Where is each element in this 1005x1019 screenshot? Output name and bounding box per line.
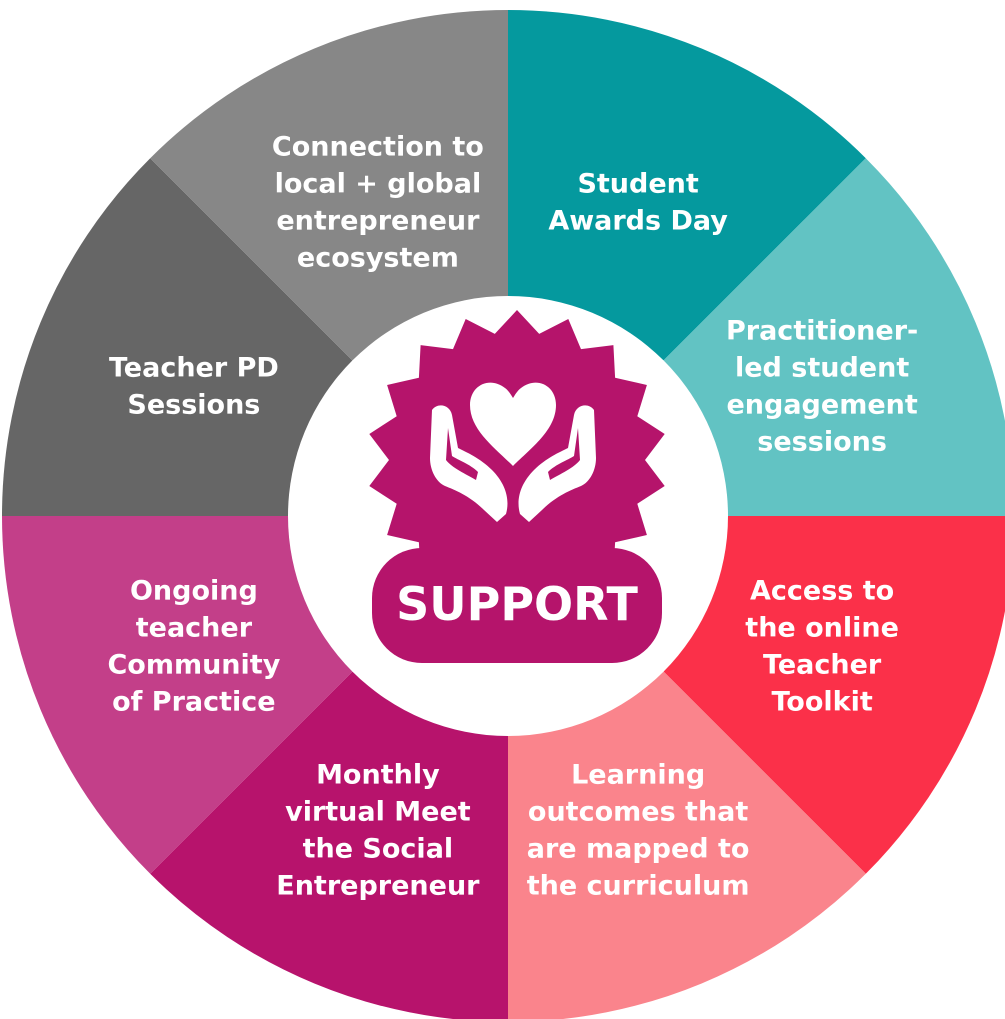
label-line: of Practice [112,687,276,718]
label-line: Learning [571,760,705,791]
label-line: Community [107,650,280,681]
label-line: Student [577,168,698,199]
label-line: the online [745,613,899,644]
label-line: entrepreneur [276,205,480,236]
support-badge: SUPPORT [369,310,665,663]
label-line: Teacher [763,650,882,681]
hands-heart-icon [430,382,596,522]
label-line: Access to [750,576,894,607]
label-line: Connection to [272,131,484,162]
label-line: are mapped to [527,834,750,865]
label-line: Monthly [316,760,440,791]
label-practitioner-led-sessions: Practitioner-led student engagement sessio… [726,315,918,457]
label-line: the Social [303,834,454,865]
label-line: Entrepreneur [276,871,480,902]
label-teacher-pd-sessions: Teacher PD Sessions [109,352,279,420]
label-line: Ongoing [130,576,258,607]
label-line: local + global [275,168,482,199]
label-learning-outcomes: Learning outcomes that are mapped to the cu… [527,760,750,902]
support-label: SUPPORT [396,577,638,631]
label-line: sessions [757,426,887,457]
label-line: engagement [726,389,917,420]
label-line: Sessions [127,389,260,420]
label-line: led student [735,352,909,383]
label-line: Teacher PD [109,352,279,383]
badge-banner [372,548,662,663]
label-line: Awards Day [548,205,728,236]
label-line: teacher [136,613,253,644]
label-line: virtual Meet [285,797,471,828]
label-line: the curriculum [527,871,750,902]
label-entrepreneur-ecosystem: Connection to local + global entrepreneur e… [272,131,484,273]
label-line: ecosystem [297,242,459,273]
label-line: Toolkit [771,687,872,718]
label-line: outcomes that [528,797,748,828]
label-line: Practitioner- [726,315,918,346]
